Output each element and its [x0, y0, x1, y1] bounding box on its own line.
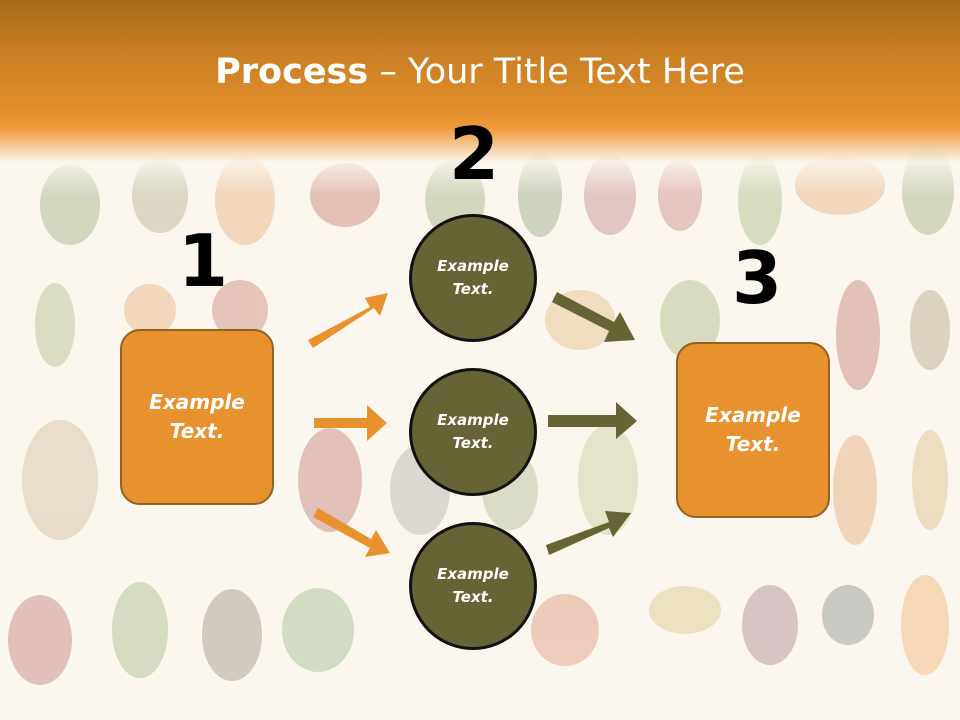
leaf-shape — [212, 280, 268, 340]
leaf-shape — [112, 582, 168, 678]
leaf-shape — [298, 428, 362, 532]
arrow-middle-to-3 — [548, 402, 637, 439]
box-text-line1: Example — [705, 403, 801, 427]
arrow-1-to-middle — [314, 405, 387, 441]
arrow-1-to-bottom — [313, 508, 390, 557]
leaf-shape — [578, 425, 638, 535]
leaf-shape — [649, 586, 721, 634]
leaf-shape — [833, 435, 877, 545]
leaf-shape — [202, 589, 262, 681]
arrow-bottom-to-3 — [546, 511, 631, 555]
leaf-shape — [822, 585, 874, 645]
circle-text-line2: Text. — [452, 588, 494, 606]
leaf-shape — [912, 430, 948, 530]
arrow-top-to-3 — [552, 292, 635, 342]
leaf-shape — [35, 283, 75, 367]
title-banner — [0, 0, 960, 195]
title-rest: – Your Title Text Here — [368, 52, 745, 92]
circle-text-line2: Text. — [452, 280, 494, 298]
step-number-3: 3 — [732, 236, 783, 320]
box-text-line1: Example — [149, 390, 245, 414]
step-number-2: 2 — [449, 112, 500, 196]
circle-text-line1: Example — [437, 564, 509, 583]
box-text-line2: Text. — [725, 432, 781, 456]
leaf-shape — [124, 284, 176, 336]
leaf-shape — [836, 280, 880, 390]
leaf-shape — [742, 585, 798, 665]
arrow-1-to-top — [308, 293, 388, 348]
leaf-shape — [282, 588, 354, 672]
step-number-1: 1 — [178, 219, 229, 303]
leaf-shape — [531, 594, 599, 666]
title-bold: Process — [215, 52, 369, 92]
circle-text-line1: Example — [437, 256, 509, 275]
leaf-shape — [22, 420, 98, 540]
slide-title: Process – Your Title Text Here — [0, 52, 960, 92]
circle-text-line1: Example — [437, 410, 509, 429]
leaf-shape — [8, 595, 72, 685]
leaf-shape — [901, 575, 949, 675]
leaf-shape — [660, 280, 720, 360]
box-text-line2: Text. — [169, 419, 225, 443]
circle-text-line2: Text. — [452, 434, 494, 452]
leaf-shape — [910, 290, 950, 370]
